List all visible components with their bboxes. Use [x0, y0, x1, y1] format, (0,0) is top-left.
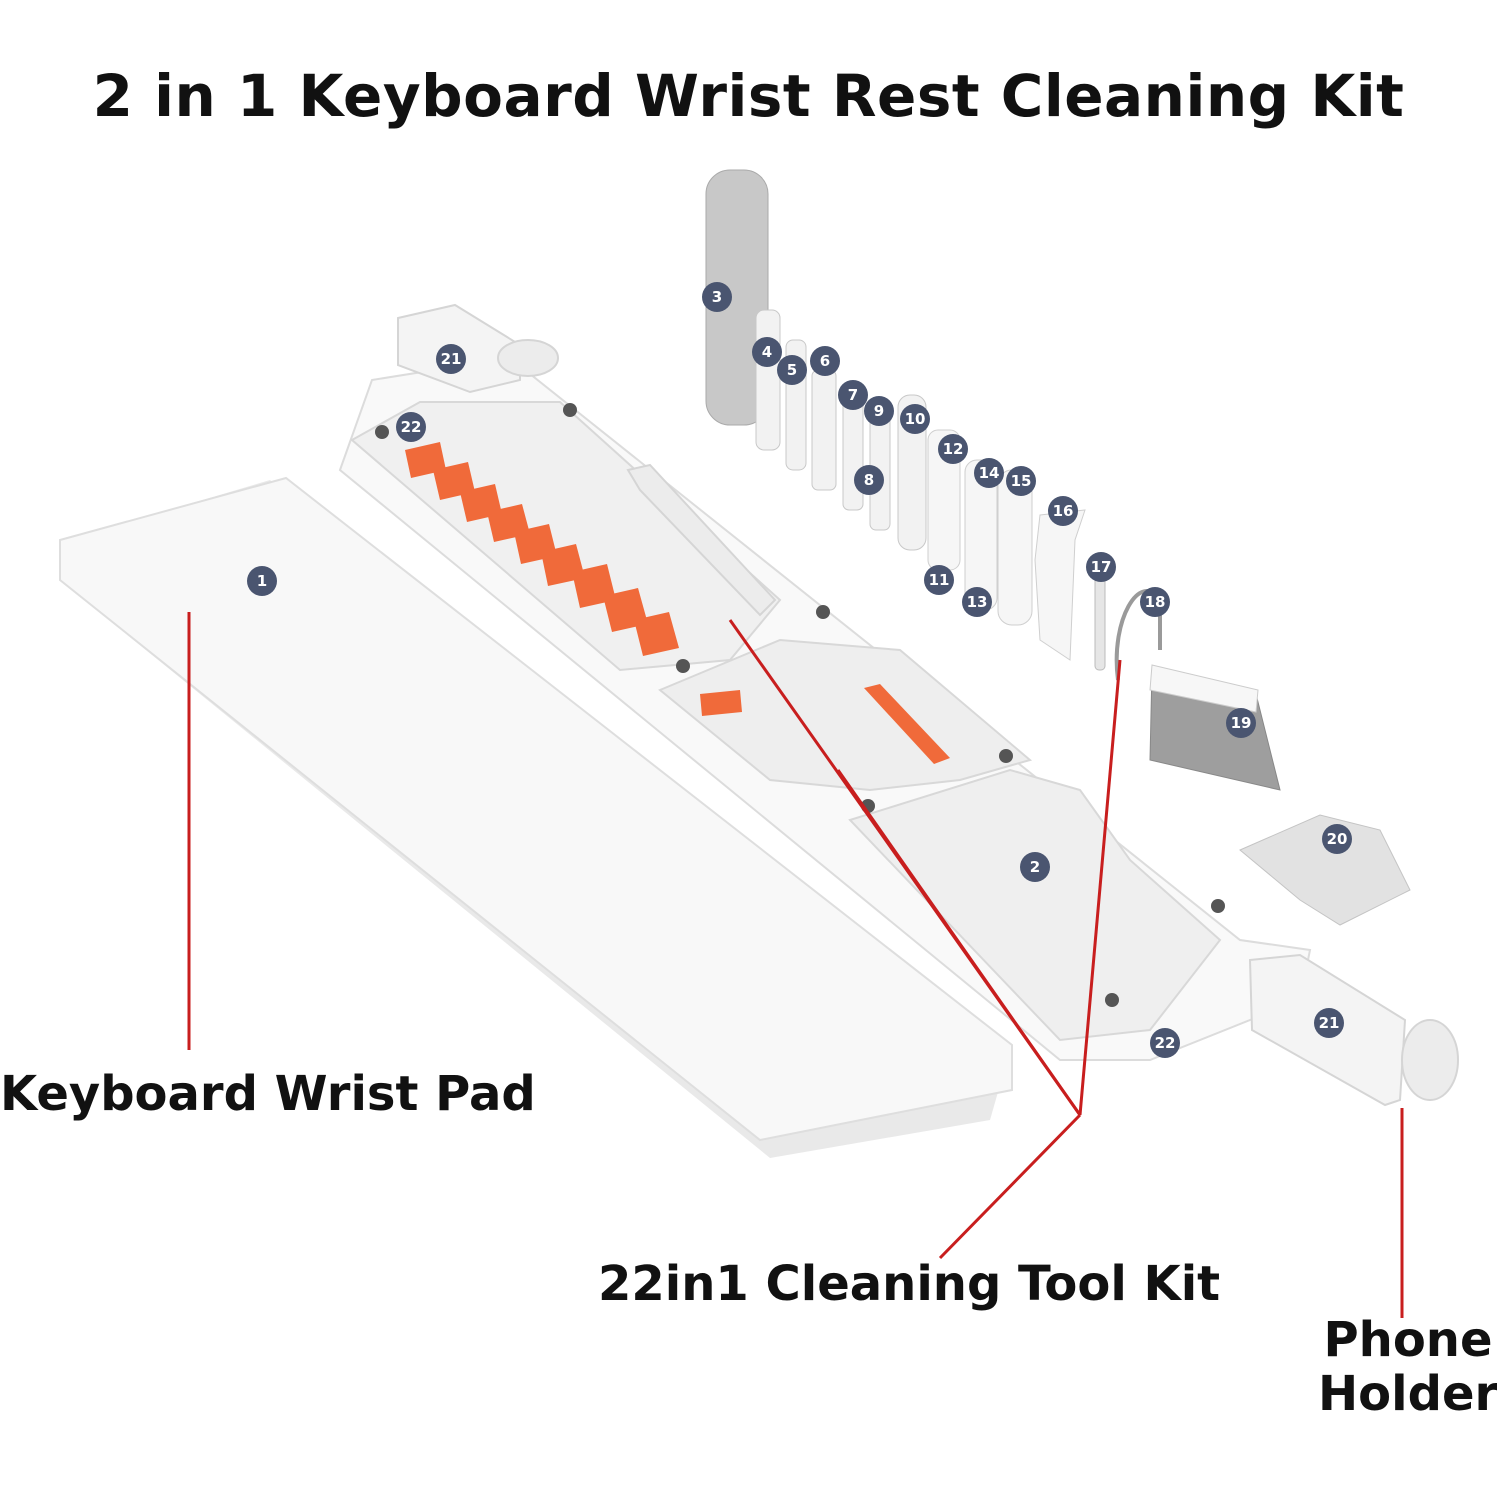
tool-kit-label: 22in1 Cleaning Tool Kit [598, 1256, 1221, 1312]
phone-holder-label-line1: Phone [1323, 1312, 1493, 1368]
part-badge-5: 5 [777, 355, 807, 385]
part-badge-4: 4 [752, 337, 782, 367]
part-badge-1: 1 [247, 566, 277, 596]
part-badge-11: 11 [924, 565, 954, 595]
phone-holder-label-line2: Holder [1318, 1365, 1497, 1422]
cleaning-tray [338, 303, 1459, 1107]
part-badge-14: 14 [974, 458, 1004, 488]
cleaning-tools [705, 169, 1411, 926]
part-badge-9: 9 [864, 396, 894, 426]
phone-holder-label: Phone Holder [1318, 1312, 1497, 1422]
part-badge-20: 20 [1322, 824, 1352, 854]
part-badge-3: 3 [702, 282, 732, 312]
part-badge-13: 13 [962, 587, 992, 617]
wrist-pad-label: Keyboard Wrist Pad [0, 1066, 536, 1122]
part-badge-12: 12 [938, 434, 968, 464]
part-badge-22: 22 [1150, 1028, 1180, 1058]
part-badge-21: 21 [1314, 1008, 1344, 1038]
part-badge-17: 17 [1086, 552, 1116, 582]
part-badge-21: 21 [436, 344, 466, 374]
part-badge-8: 8 [854, 465, 884, 495]
wrist-pad [59, 476, 1013, 1158]
leader-lines [187, 612, 1404, 1318]
part-badge-18: 18 [1140, 587, 1170, 617]
part-badge-16: 16 [1048, 496, 1078, 526]
part-badge-19: 19 [1226, 708, 1256, 738]
part-badge-22: 22 [396, 412, 426, 442]
part-badge-15: 15 [1006, 466, 1036, 496]
part-badge-10: 10 [900, 404, 930, 434]
tool-slots [405, 442, 950, 764]
page-title: 2 in 1 Keyboard Wrist Rest Cleaning Kit [92, 62, 1405, 130]
part-badge-2: 2 [1020, 852, 1050, 882]
part-badge-7: 7 [838, 380, 868, 410]
part-badge-6: 6 [810, 346, 840, 376]
